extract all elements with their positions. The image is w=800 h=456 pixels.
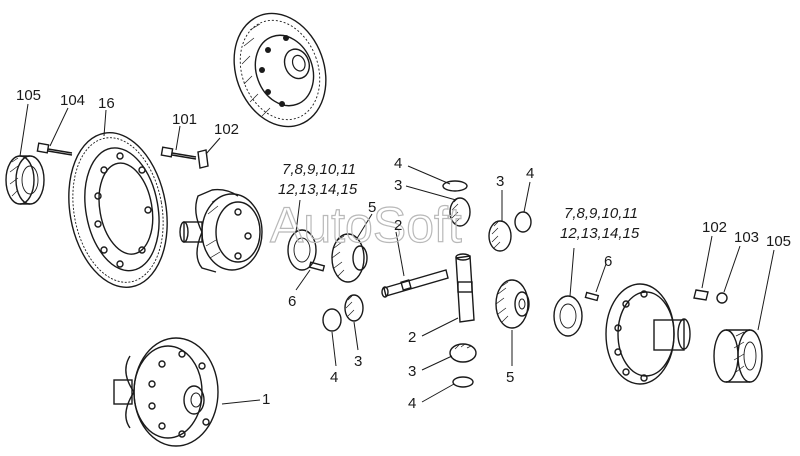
lock-plate-102-right: [693, 289, 709, 301]
top-gear-assembly: [233, 12, 327, 128]
callout-105-left: 105: [16, 87, 41, 104]
callout-6-right: 6: [604, 253, 612, 270]
washer-4-lower: [452, 376, 474, 388]
shaft-2-upper: [381, 269, 449, 298]
case-half-left: [179, 188, 263, 273]
callout-4-top: 4: [394, 155, 402, 172]
callout-group-left-line1: 7,8,9,10,11: [282, 161, 356, 178]
callout-2-lower: 2: [408, 329, 416, 346]
nut-103: [716, 292, 728, 304]
callout-6-left: 6: [288, 293, 296, 310]
side-gear-5-lower: [495, 279, 530, 329]
thrust-washer-left: [287, 229, 317, 271]
lock-plate-102-left: [197, 149, 209, 169]
callout-102-right: 102: [702, 219, 727, 236]
callout-labels: 105 104 16 101 102 7,8,9,10,11 12,13,14,…: [16, 87, 791, 412]
washer-4-right-top: [514, 211, 532, 233]
right-bearing: [713, 329, 763, 383]
callout-104: 104: [60, 92, 85, 109]
pin-6-right: [584, 291, 600, 302]
callout-2-upper: 2: [394, 217, 402, 234]
callout-group-right-line2: 12,13,14,15: [560, 225, 640, 242]
side-gear-5-upper: [331, 233, 368, 283]
callout-5-lower: 5: [506, 369, 514, 386]
callout-group-right-line1: 7,8,9,10,11: [564, 205, 638, 222]
washer-4-mid-left: [322, 308, 342, 332]
callout-102-left: 102: [214, 121, 239, 138]
callout-3-mid-left: 3: [354, 353, 362, 370]
callout-4-lower: 4: [408, 395, 416, 412]
case-half-right: [605, 283, 691, 385]
watermark-text: AutoSoft: [270, 197, 462, 253]
callout-3-top: 3: [394, 177, 402, 194]
callout-5-upper: 5: [368, 199, 376, 216]
ring-gear-16: [68, 132, 168, 288]
callout-3-right-top: 3: [496, 173, 504, 190]
washer-4-top: [442, 180, 468, 192]
leader-lines: [19, 103, 775, 405]
pinion-3-right-top: [488, 220, 512, 252]
pinion-3-mid-left: [344, 294, 364, 322]
assembled-case-1: [113, 337, 219, 447]
callout-16: 16: [98, 95, 115, 112]
callout-105-right: 105: [766, 233, 791, 250]
callout-4-right-top: 4: [526, 165, 534, 182]
callout-101: 101: [172, 111, 197, 128]
left-bearing: [5, 155, 45, 205]
callout-group-left-line2: 12,13,14,15: [278, 181, 358, 198]
bolt-104: [36, 142, 73, 156]
callout-103: 103: [734, 229, 759, 246]
bolt-101: [160, 146, 197, 160]
thrust-washer-right: [553, 295, 583, 337]
pinion-3-lower: [449, 343, 477, 363]
callout-3-lower: 3: [408, 363, 416, 380]
pin-6-left: [308, 261, 326, 272]
callout-4-mid-left: 4: [330, 369, 338, 386]
shaft-2-lower: [455, 253, 475, 323]
callout-1: 1: [262, 391, 270, 408]
